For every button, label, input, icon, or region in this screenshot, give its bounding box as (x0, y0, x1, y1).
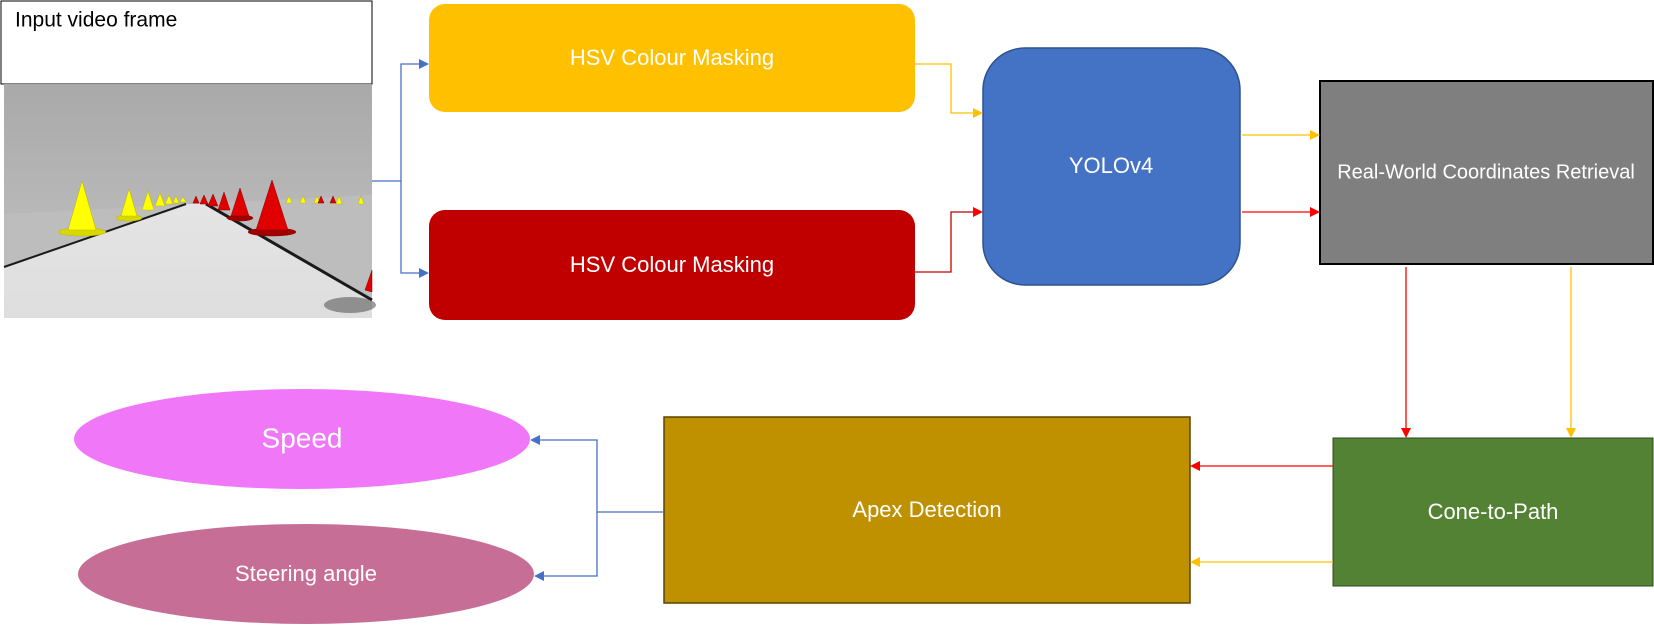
hsv-red-to-yolo-arrow (915, 207, 983, 273)
hsv-red-box (429, 210, 915, 320)
hsv-yellow-node: HSV Colour Masking (429, 4, 915, 112)
apex-to-speed-arrow (530, 435, 664, 513)
speed-ellipse (74, 389, 530, 489)
steering-ellipse (78, 524, 534, 624)
input-video-frame: Input video frame (0, 0, 376, 318)
apex-box (663, 416, 1191, 604)
input-frame-label-box (0, 0, 373, 85)
speed-node: Speed (74, 389, 530, 489)
cone-to-path-node: Cone-to-Path (1332, 437, 1654, 587)
apex-to-steering-arrow (534, 512, 598, 581)
steering-node: Steering angle (78, 524, 534, 624)
input-frame-image (3, 84, 376, 318)
hsv-yellow-box (429, 4, 915, 112)
road (4, 204, 372, 318)
frame-to-hsv-red-arrow (400, 181, 429, 278)
hsv-yellow-to-yolo-arrow (915, 63, 983, 118)
cone-to-path-box (1332, 437, 1654, 587)
realworld-label: Real-World Coordinates Retrieval (1337, 161, 1635, 183)
hsv-red-label: HSV Colour Masking (570, 252, 774, 277)
input-frame-label: Input video frame (15, 8, 177, 31)
realworld-box (1319, 80, 1654, 265)
speed-label: Speed (262, 422, 343, 453)
frame-to-hsv-yellow-arrow (372, 59, 429, 182)
yolo-node: YOLOv4 (982, 47, 1241, 286)
connectors (372, 59, 1576, 581)
yellow-cones (57, 180, 365, 237)
hsv-red-node: HSV Colour Masking (429, 210, 915, 320)
red-cones (192, 179, 373, 293)
yolo-box (982, 47, 1241, 286)
yolo-label: YOLOv4 (1069, 153, 1153, 178)
apex-label: Apex Detection (852, 497, 1001, 522)
steering-label: Steering angle (235, 561, 377, 586)
apex-node: Apex Detection (663, 416, 1191, 604)
hsv-yellow-label: HSV Colour Masking (570, 45, 774, 70)
realworld-node: Real-World Coordinates Retrieval (1319, 80, 1654, 265)
cone-to-path-label: Cone-to-Path (1428, 499, 1559, 524)
